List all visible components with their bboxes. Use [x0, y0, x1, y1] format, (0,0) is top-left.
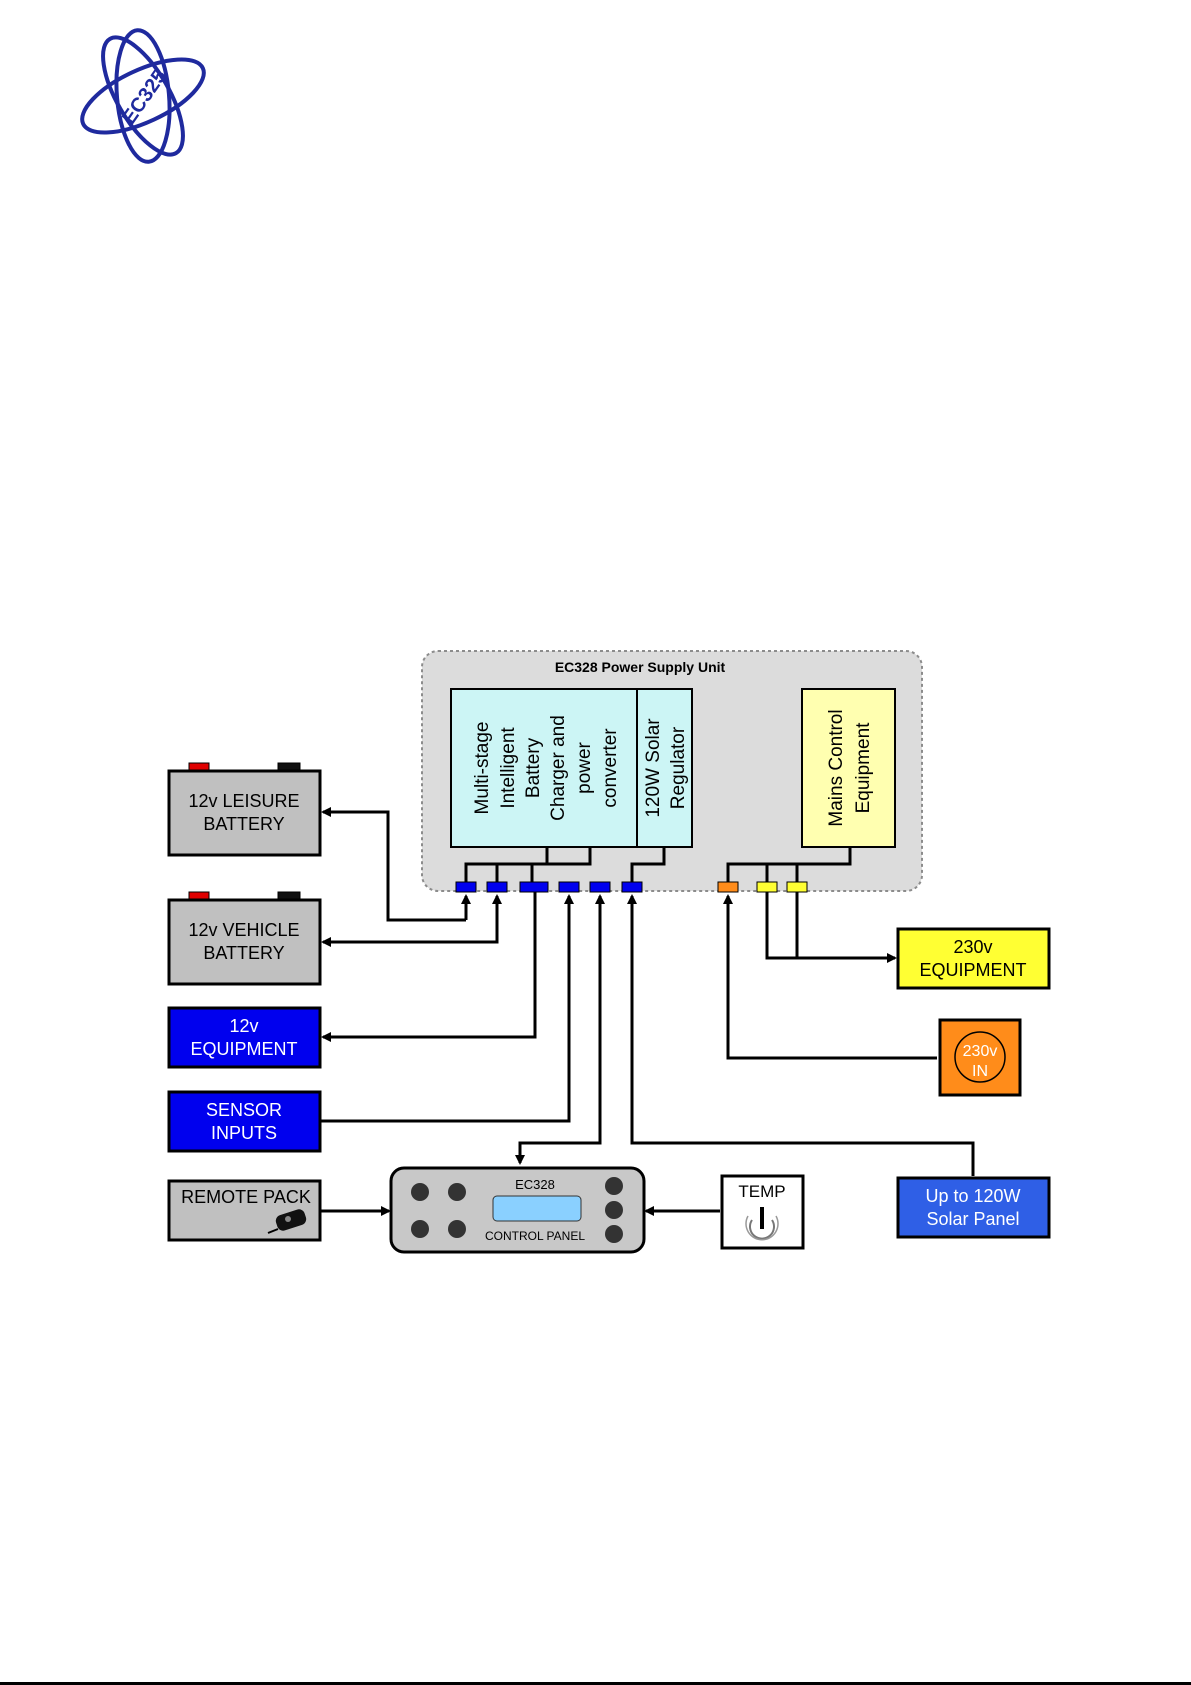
svg-text:Multi-stage: Multi-stage — [472, 722, 493, 815]
svg-text:REMOTE PACK: REMOTE PACK — [181, 1187, 311, 1207]
equipment-12v: 12v EQUIPMENT — [169, 1008, 320, 1067]
control-panel: EC328 CONTROL PANEL — [391, 1168, 644, 1252]
mains-input: 230v IN — [940, 1020, 1020, 1095]
wire-sensor-inputs — [321, 896, 569, 1121]
wire-control-panel-down — [520, 896, 600, 1163]
wire-12v-equipment — [323, 892, 535, 1037]
terminal-solar — [622, 882, 642, 892]
svg-text:Regulator: Regulator — [668, 726, 689, 809]
psu-title: EC328 Power Supply Unit — [555, 659, 726, 675]
svg-text:Battery: Battery — [523, 737, 544, 798]
equipment-230v: 230v EQUIPMENT — [898, 929, 1049, 988]
svg-text:Mains Control: Mains Control — [826, 709, 847, 826]
terminal-mains-in — [718, 882, 738, 892]
remote-pack: REMOTE PACK — [169, 1181, 320, 1240]
svg-text:BATTERY: BATTERY — [203, 814, 284, 834]
svg-text:power: power — [574, 741, 595, 793]
svg-text:BATTERY: BATTERY — [203, 943, 284, 963]
terminal-12v-equipment — [520, 882, 548, 892]
svg-text:EQUIPMENT: EQUIPMENT — [190, 1039, 297, 1059]
terminal-sensor — [559, 882, 579, 892]
svg-text:EQUIPMENT: EQUIPMENT — [919, 960, 1026, 980]
control-panel-display — [493, 1196, 581, 1221]
svg-text:120W Solar: 120W Solar — [643, 718, 664, 818]
terminal-vehicle — [487, 882, 507, 892]
temp-sensor: TEMP — [722, 1176, 803, 1248]
power-supply-unit: EC328 Power Supply Unit Multi-stage Inte… — [422, 651, 922, 891]
wire-230v-equipment — [767, 892, 895, 958]
svg-text:230v: 230v — [963, 1043, 998, 1060]
vehicle-battery: 12v VEHICLE BATTERY — [169, 892, 320, 984]
terminal-230v-a — [757, 882, 777, 892]
svg-text:230v: 230v — [953, 937, 992, 957]
svg-text:converter: converter — [600, 728, 621, 808]
svg-text:Intelligent: Intelligent — [498, 727, 519, 809]
svg-text:Equipment: Equipment — [853, 722, 874, 814]
solar-panel: Up to 120W Solar Panel — [898, 1178, 1049, 1237]
svg-text:Charger and: Charger and — [548, 715, 569, 821]
terminal-230v-b — [787, 882, 807, 892]
svg-text:TEMP: TEMP — [738, 1182, 785, 1201]
svg-text:12v LEISURE: 12v LEISURE — [188, 791, 299, 811]
ec325-logo: EC325 — [72, 26, 214, 166]
mains-control-module — [802, 689, 895, 847]
terminal-control-panel — [590, 882, 610, 892]
svg-text:IN: IN — [972, 1063, 988, 1080]
svg-text:INPUTS: INPUTS — [211, 1123, 277, 1143]
leisure-battery: 12v LEISURE BATTERY — [169, 763, 320, 855]
sensor-inputs: SENSOR INPUTS — [169, 1092, 320, 1151]
svg-text:Up to 120W: Up to 120W — [925, 1186, 1020, 1206]
terminal-leisure — [456, 882, 476, 892]
svg-text:12v VEHICLE: 12v VEHICLE — [188, 920, 299, 940]
svg-text:Solar Panel: Solar Panel — [926, 1209, 1019, 1229]
svg-text:SENSOR: SENSOR — [206, 1100, 282, 1120]
svg-text:12v: 12v — [229, 1016, 258, 1036]
control-panel-model: EC328 — [515, 1177, 555, 1192]
control-panel-label: CONTROL PANEL — [485, 1229, 585, 1243]
